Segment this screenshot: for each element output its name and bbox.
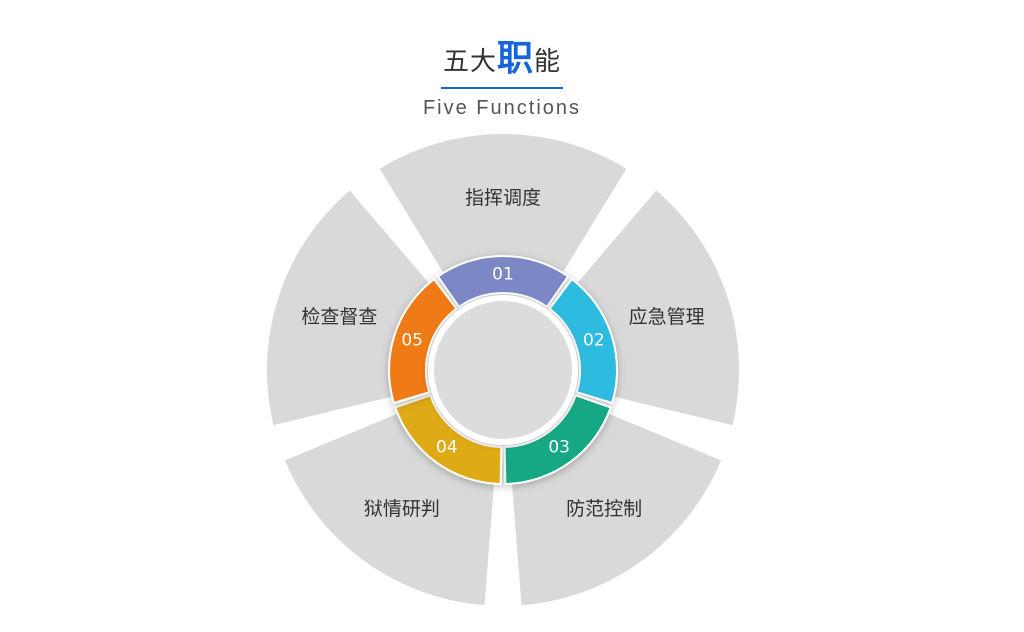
- ring-number-03: 03: [548, 437, 570, 457]
- ring-segments: 01 02 03 04 05: [388, 255, 618, 485]
- center-circle: [428, 295, 578, 445]
- title-block: 五大职能 Five Functions: [0, 40, 1004, 120]
- outer-segment-01: [379, 134, 627, 275]
- ring-segment-03: [503, 394, 612, 485]
- title-suffix: 能: [534, 47, 562, 77]
- segment-label-01: 指挥调度: [465, 187, 541, 209]
- title-highlight: 职: [496, 38, 534, 79]
- ring-number-05: 05: [401, 330, 423, 350]
- ring-segment-01: [436, 255, 570, 309]
- segment-label-02: 应急管理: [629, 306, 705, 328]
- outer-segment-03: [511, 412, 722, 606]
- segment-label-04: 狱情研判: [364, 498, 440, 520]
- segment-label-03: 防范控制: [566, 498, 642, 520]
- ring-segment-02: [548, 277, 618, 405]
- ring-segment-05: [388, 277, 458, 405]
- page-subtitle: Five Functions: [422, 97, 582, 119]
- ring-segment-04: [394, 394, 503, 485]
- page-title: 五大职能: [440, 38, 564, 89]
- ring-number-02: 02: [583, 330, 605, 350]
- ring-number-04: 04: [436, 437, 458, 457]
- outer-segment-04: [284, 412, 495, 606]
- ring-number-01: 01: [492, 265, 514, 285]
- title-prefix: 五大: [442, 47, 497, 77]
- segment-label-05: 检查督查: [301, 306, 377, 328]
